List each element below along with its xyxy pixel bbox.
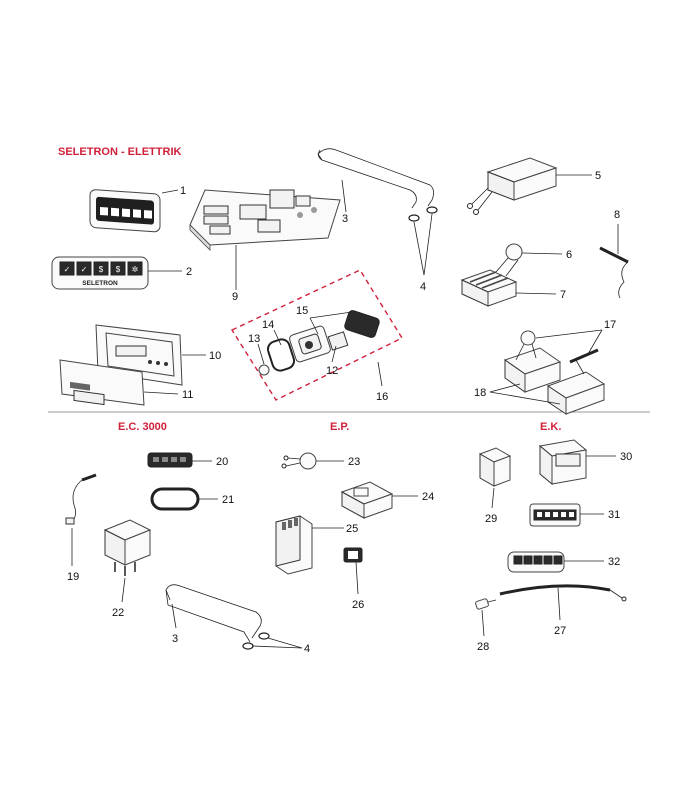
label-17: 17 bbox=[604, 319, 616, 331]
label-20: 20 bbox=[216, 456, 228, 468]
part-17-fuses bbox=[515, 330, 599, 375]
label-18: 18 bbox=[474, 387, 486, 399]
part-9-circuit-board bbox=[189, 189, 341, 251]
svg-text:✲: ✲ bbox=[132, 265, 139, 274]
part-18-modules bbox=[503, 347, 606, 415]
svg-text:$: $ bbox=[99, 265, 104, 274]
label-10: 10 bbox=[209, 350, 221, 362]
label-24: 24 bbox=[422, 491, 434, 503]
label-8: 8 bbox=[614, 209, 620, 221]
label-14: 14 bbox=[262, 319, 274, 331]
part-15-cover bbox=[344, 310, 380, 338]
part-22-relay bbox=[103, 519, 152, 576]
label-7: 7 bbox=[560, 289, 566, 301]
label-23: 23 bbox=[348, 456, 360, 468]
label-11: 11 bbox=[182, 389, 193, 401]
part-27-cable bbox=[499, 584, 627, 602]
part-19-probe-cable bbox=[65, 473, 97, 525]
part-24-control-module bbox=[340, 481, 394, 519]
part-4-o-rings bbox=[408, 206, 438, 222]
part-30-control-box bbox=[538, 439, 588, 486]
svg-text:✓: ✓ bbox=[81, 265, 88, 274]
label-3: 3 bbox=[342, 213, 348, 225]
part-21-gasket bbox=[150, 487, 200, 511]
label-19: 19 bbox=[67, 571, 79, 583]
group-16-dashed-outline bbox=[230, 269, 404, 401]
part-20-dark-panel bbox=[147, 452, 193, 468]
label-5: 5 bbox=[595, 170, 601, 182]
section-title-ep: E.P. bbox=[330, 421, 349, 433]
part-12-connector bbox=[327, 331, 349, 351]
label-27: 27 bbox=[554, 625, 566, 637]
seletron-large-logo: SELETRON bbox=[82, 280, 118, 287]
seletron-small-logo: SELETRON bbox=[118, 232, 145, 240]
part-23-fuse bbox=[281, 452, 317, 470]
label-4: 4 bbox=[420, 281, 426, 293]
label-15: 15 bbox=[296, 305, 308, 317]
part-25-panel-module bbox=[275, 515, 313, 575]
label-21: 21 bbox=[222, 494, 234, 506]
part-8-probe bbox=[599, 246, 629, 299]
label-29: 29 bbox=[485, 513, 497, 525]
part-2-seletron-panel: ✓ ✓ $ $ ✲ SELETRON bbox=[51, 256, 149, 290]
part-13-knob bbox=[258, 364, 270, 376]
label-3-bottom: 3 bbox=[172, 633, 178, 645]
part-14-gasket bbox=[266, 338, 296, 372]
label-16: 16 bbox=[376, 391, 388, 403]
section-title-ec3000: E.C. 3000 bbox=[118, 421, 167, 433]
part-3-heating-element-bottom bbox=[165, 584, 262, 643]
part-26-switch bbox=[343, 547, 363, 563]
label-32: 32 bbox=[608, 556, 620, 568]
section-title-seletron-elettrik: SELETRON - ELETTRIK bbox=[58, 146, 182, 158]
part-29-relay bbox=[478, 447, 512, 487]
part-32-display-panel bbox=[507, 551, 565, 573]
label-31: 31 bbox=[608, 509, 620, 521]
label-22: 22 bbox=[112, 607, 124, 619]
part-3-heating-element bbox=[317, 148, 434, 209]
label-9: 9 bbox=[232, 291, 238, 303]
part-31-keypad bbox=[529, 503, 581, 527]
part-6-fuse-disc bbox=[495, 243, 523, 277]
label-2: 2 bbox=[186, 266, 192, 278]
label-30: 30 bbox=[620, 451, 632, 463]
label-1: 1 bbox=[180, 185, 186, 197]
part-7-heatsink bbox=[460, 269, 518, 307]
part-11-label-plate bbox=[59, 359, 145, 406]
part-5-relay-box bbox=[467, 157, 558, 215]
label-6: 6 bbox=[566, 249, 572, 261]
svg-text:$: $ bbox=[116, 265, 121, 274]
label-26: 26 bbox=[352, 599, 364, 611]
part-28-probe bbox=[475, 598, 497, 610]
label-25: 25 bbox=[346, 523, 358, 535]
label-28: 28 bbox=[477, 641, 489, 653]
part-1-control-panel: SELETRON bbox=[89, 189, 161, 240]
svg-text:✓: ✓ bbox=[64, 265, 71, 274]
label-12: 12 bbox=[326, 365, 338, 377]
section-title-ek: E.K. bbox=[540, 421, 561, 433]
label-4-bottom: 4 bbox=[304, 643, 310, 655]
label-13: 13 bbox=[248, 333, 260, 345]
part-15-switch-body bbox=[289, 325, 331, 363]
